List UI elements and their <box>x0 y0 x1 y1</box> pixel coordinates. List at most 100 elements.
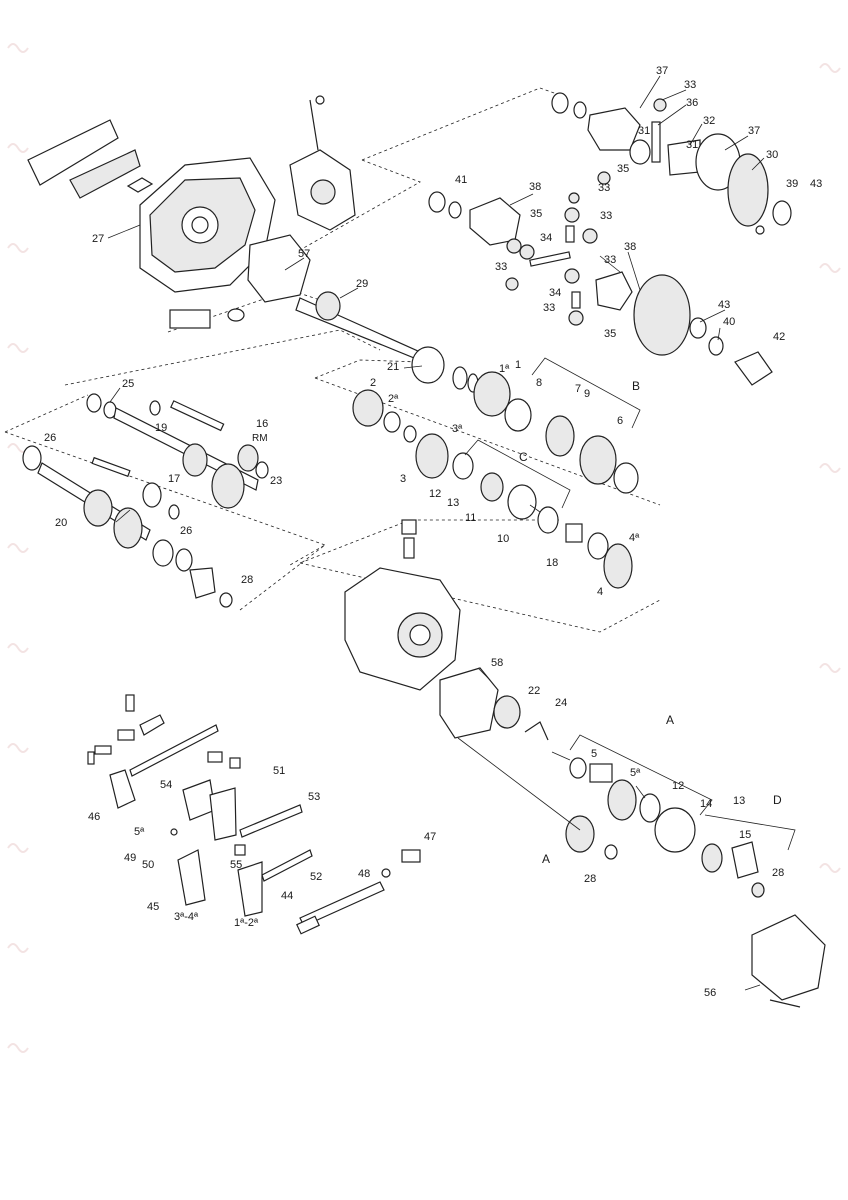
label-50: 50 <box>142 859 154 871</box>
label-A2: A <box>542 852 550 866</box>
label-4a: 4ª <box>629 532 640 544</box>
label-46: 46 <box>88 811 100 823</box>
label-38b: 38 <box>624 241 636 253</box>
label-15: 15 <box>739 829 751 841</box>
label-44: 44 <box>281 890 293 902</box>
housing-gasket <box>247 234 311 303</box>
label-41: 41 <box>455 174 467 186</box>
label-rm: RM <box>252 433 268 444</box>
label-35a: 35 <box>617 163 629 175</box>
label-10: 10 <box>497 533 509 545</box>
label-53: 53 <box>308 791 320 803</box>
label-47: 47 <box>424 831 436 843</box>
fifth-gear-assembly <box>439 667 765 898</box>
label-1a: 1ª <box>499 363 510 375</box>
label-13a: 13 <box>447 497 459 509</box>
selector-shaft <box>296 849 421 935</box>
label-fork12: 1ª-2ª <box>234 917 259 929</box>
label-43b: 43 <box>718 299 730 311</box>
label-56: 56 <box>704 987 716 999</box>
label-2: 2 <box>370 377 376 389</box>
label-5: 5 <box>591 748 597 760</box>
label-57: 57 <box>298 248 310 260</box>
label-33b: 33 <box>598 182 610 194</box>
group-brackets <box>464 357 796 851</box>
label-33a: 33 <box>684 79 696 91</box>
label-11: 11 <box>465 512 476 524</box>
label-33e: 33 <box>604 254 616 266</box>
label-14: 14 <box>700 798 712 810</box>
label-2a: 2ª <box>388 393 399 405</box>
label-19: 19 <box>155 422 167 434</box>
label-3a: 3ª <box>452 423 463 435</box>
rear-end-cover <box>751 914 826 1008</box>
label-37b: 37 <box>748 125 760 137</box>
label-5a: 5ª <box>630 767 641 779</box>
label-B: B <box>632 379 640 393</box>
label-31a: 31 <box>638 125 650 137</box>
label-A1: A <box>666 713 674 727</box>
label-27: 27 <box>92 233 104 245</box>
gearbox-main-case <box>344 519 461 691</box>
label-8: 8 <box>536 377 542 389</box>
label-12b: 12 <box>672 780 684 792</box>
label-34a: 34 <box>540 232 552 244</box>
label-31b: 31 <box>686 139 698 151</box>
label-12a: 12 <box>429 488 441 500</box>
label-26a: 26 <box>44 432 56 444</box>
label-28a: 28 <box>241 574 253 586</box>
label-58: 58 <box>491 657 503 669</box>
label-40: 40 <box>723 316 735 328</box>
selector-mechanism <box>87 694 313 917</box>
label-9: 9 <box>584 388 590 400</box>
label-51: 51 <box>273 765 285 777</box>
label-28b: 28 <box>584 873 596 885</box>
layshaft-assembly <box>86 393 269 509</box>
label-22: 22 <box>528 685 540 697</box>
label-52: 52 <box>310 871 322 883</box>
clutch-cover-plate <box>27 119 141 199</box>
label-6: 6 <box>617 415 623 427</box>
magnet-pack <box>169 308 245 329</box>
label-33f: 33 <box>543 302 555 314</box>
clutch-housing <box>126 157 276 293</box>
label-34b: 34 <box>549 287 561 299</box>
label-C: C <box>519 450 528 464</box>
label-20: 20 <box>55 517 67 529</box>
label-33d: 33 <box>495 261 507 273</box>
leader-lines <box>107 75 765 991</box>
label-21: 21 <box>387 361 399 373</box>
label-5b: 5ª <box>134 826 145 838</box>
label-18: 18 <box>546 557 558 569</box>
label-30: 30 <box>766 149 778 161</box>
label-7: 7 <box>575 383 581 395</box>
gear-train-upper <box>352 366 639 589</box>
label-43a: 43 <box>810 178 822 190</box>
label-26b: 26 <box>180 525 192 537</box>
label-38a: 38 <box>529 181 541 193</box>
label-1: 1 <box>515 359 521 371</box>
label-fork34: 3ª-4ª <box>174 911 199 923</box>
label-29: 29 <box>356 278 368 290</box>
label-23: 23 <box>270 475 282 487</box>
input-shaft <box>295 291 445 384</box>
label-25: 25 <box>122 378 134 390</box>
label-17: 17 <box>168 473 180 485</box>
label-39: 39 <box>786 178 798 190</box>
label-37a: 37 <box>656 65 668 77</box>
label-49: 49 <box>124 852 136 864</box>
label-4: 4 <box>597 586 603 598</box>
label-48: 48 <box>358 868 370 880</box>
label-55: 55 <box>230 859 242 871</box>
watermark-pattern <box>7 43 841 1053</box>
label-36: 36 <box>686 97 698 109</box>
label-24: 24 <box>555 697 567 709</box>
gearbox-rear-cover <box>289 95 356 231</box>
label-16: 16 <box>256 418 268 430</box>
label-54: 54 <box>160 779 172 791</box>
label-35c: 35 <box>604 328 616 340</box>
label-45: 45 <box>147 901 159 913</box>
label-D: D <box>773 793 782 807</box>
label-13b: 13 <box>733 795 745 807</box>
